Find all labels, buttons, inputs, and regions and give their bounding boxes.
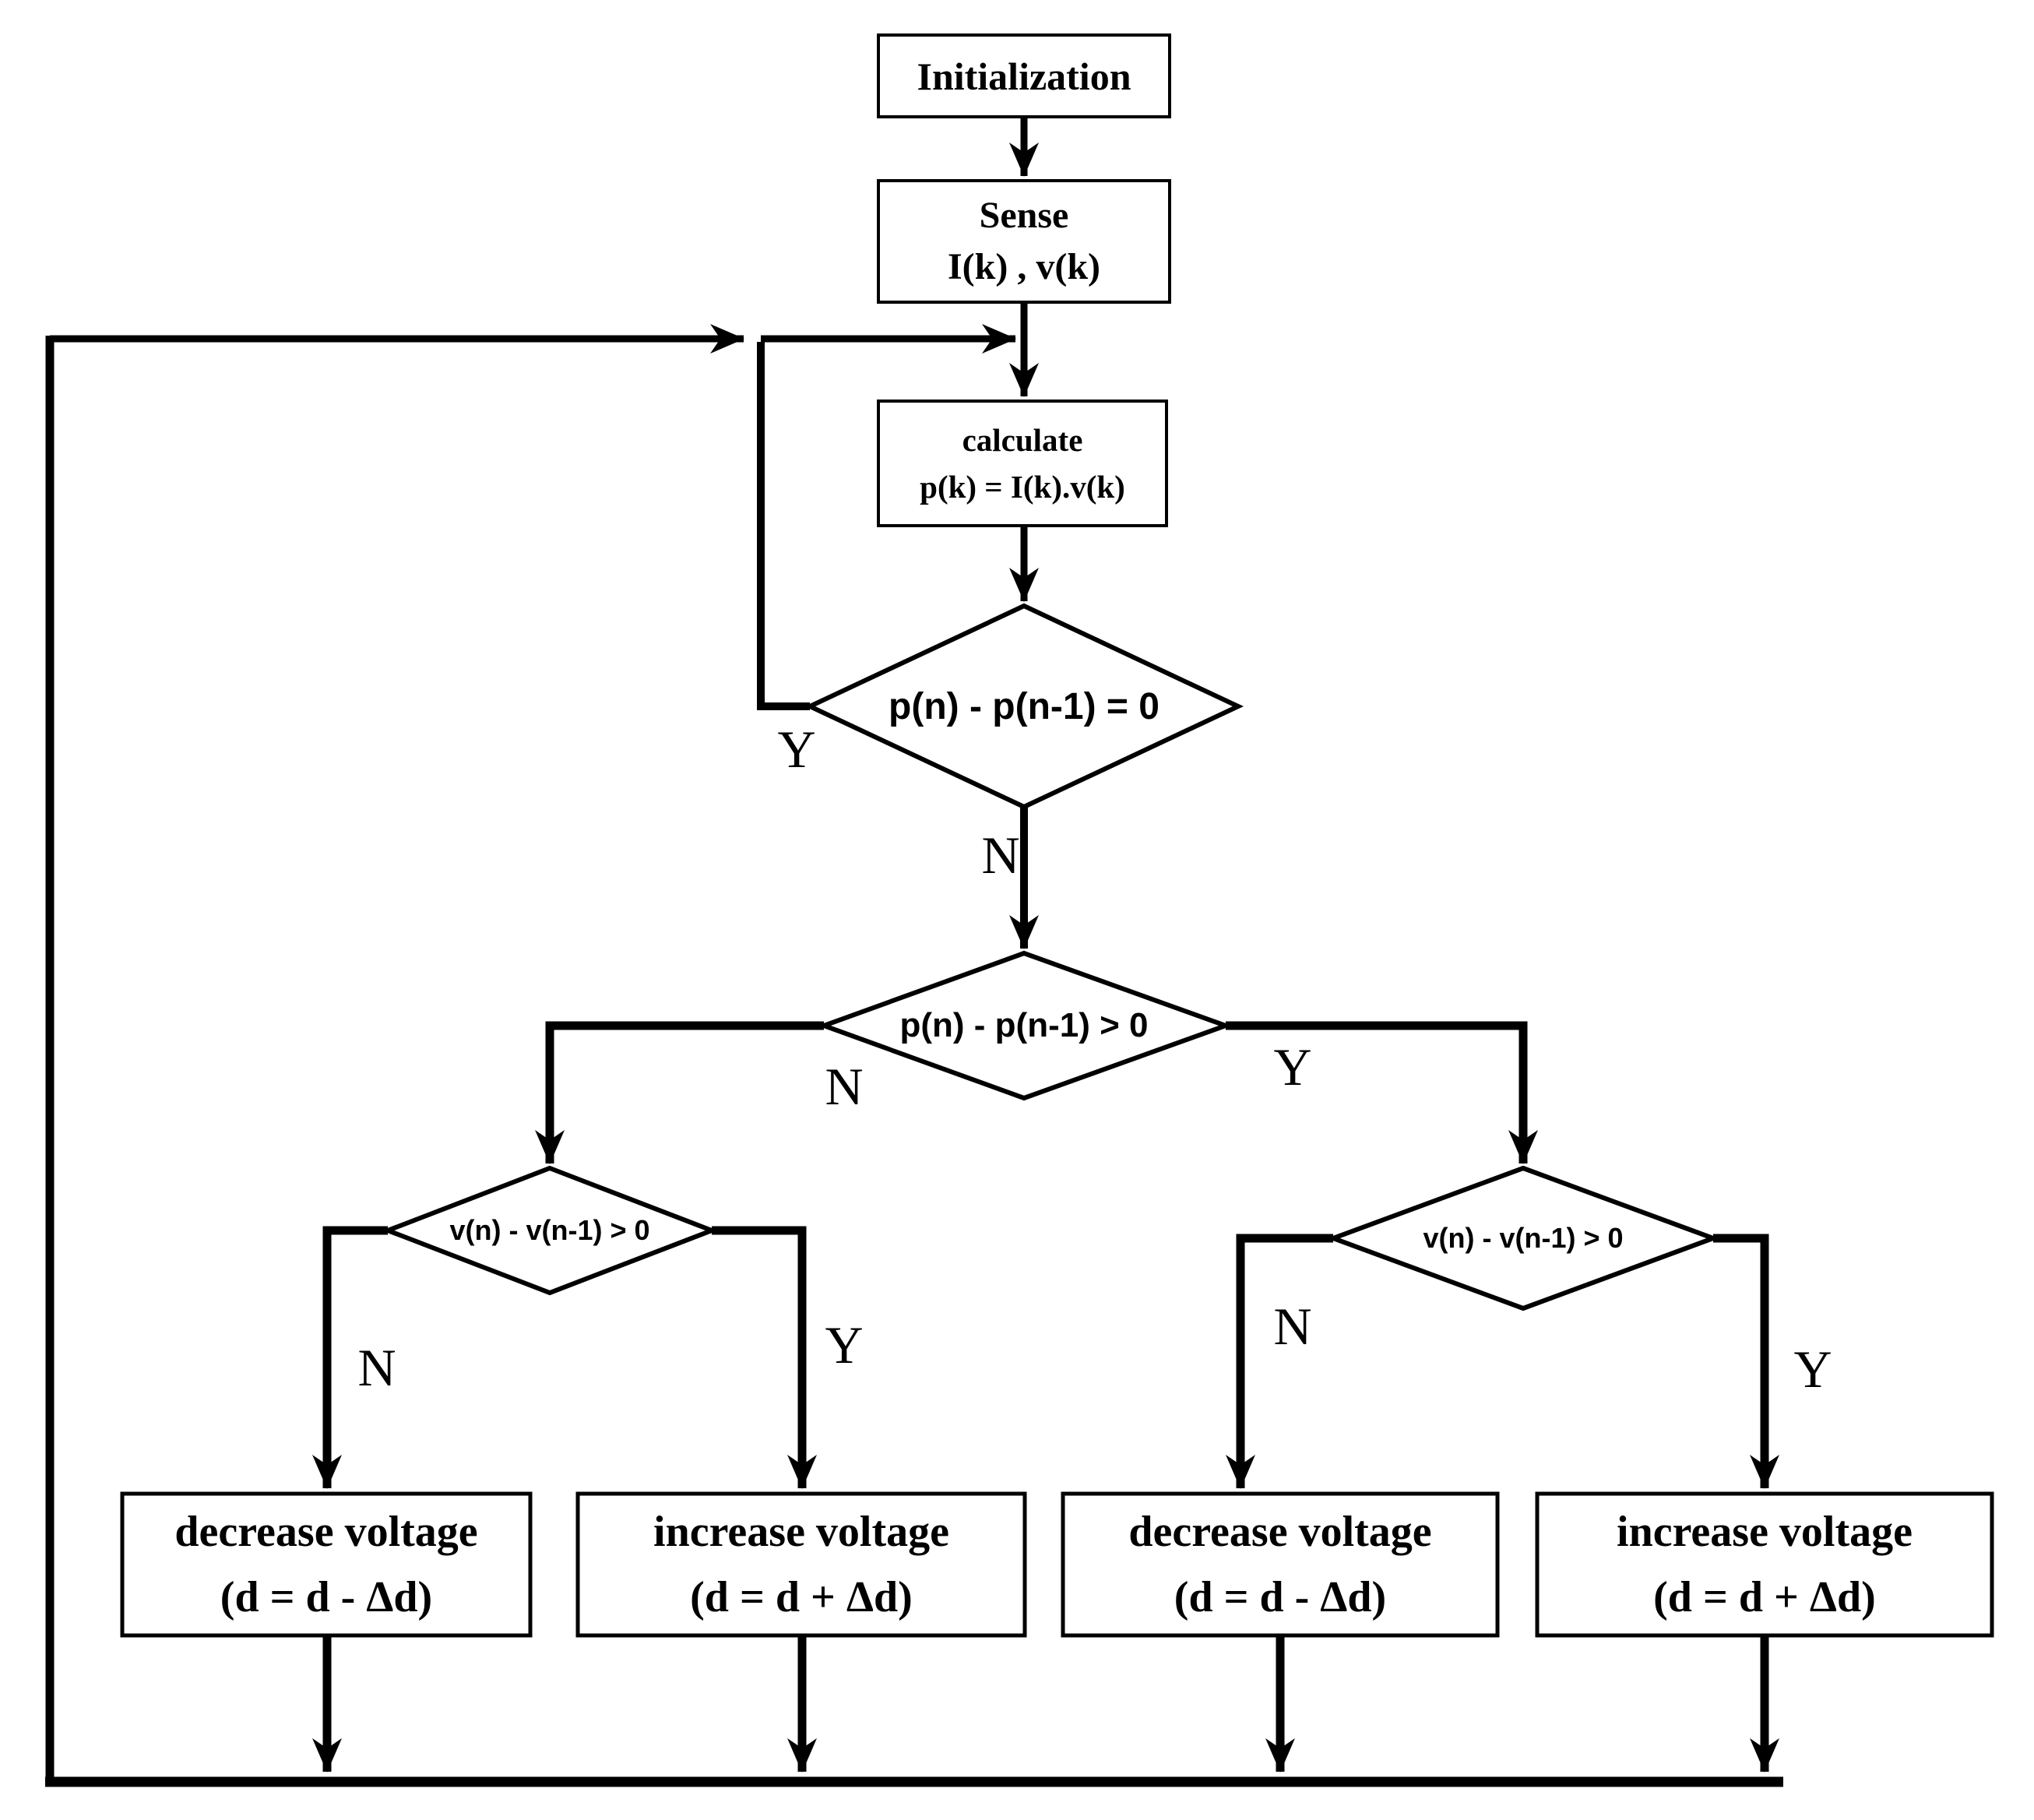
edge-vright-no-branch (1226, 1234, 1333, 1489)
decrease-right-line2: (d = d - Δd) (1174, 1573, 1387, 1621)
branch-label-voltage-right-no: N (1273, 1296, 1312, 1356)
sense-line2: I(k) , v(k) (947, 246, 1100, 287)
node-shapes (120, 33, 1994, 1638)
node-decrease-voltage-left-label: decrease voltage (d = d - Δd) (122, 1494, 530, 1635)
edge-vleft-no-branch (312, 1226, 388, 1489)
edges (45, 117, 1783, 1787)
node-calculate-label: calculate p(k) = I(k).v(k) (878, 401, 1167, 526)
node-decrease-voltage-right-label: decrease voltage (d = d - Δd) (1063, 1494, 1497, 1635)
decision-power-positive-shape (817, 950, 1233, 1101)
decision-voltage-right-shape (1326, 1165, 1720, 1311)
edge-decision2-yes-branch (1226, 1021, 1538, 1164)
increase-left-line2: (d = d + Δd) (690, 1573, 913, 1621)
node-initialization-shape (877, 33, 1171, 118)
calculate-line1: calculate (962, 422, 1083, 458)
edge-decision2-no-branch (535, 1021, 824, 1164)
node-increase-voltage-left-label: increase voltage (d = d + Δd) (578, 1494, 1025, 1635)
decrease-left-line2: (d = d - Δd) (220, 1573, 433, 1621)
calculate-line2: p(k) = I(k).v(k) (920, 469, 1125, 505)
decision-power-zero-shape (804, 603, 1244, 810)
branch-label-power-positive-yes: Y (1273, 1037, 1312, 1097)
decision-power-positive-label: p(n) - p(n-1) > 0 (899, 1006, 1149, 1044)
decrease-left-line1: decrease voltage (174, 1508, 478, 1556)
increase-right-line1: increase voltage (1617, 1508, 1913, 1556)
increase-left-line1: increase voltage (653, 1508, 949, 1556)
increase-right-line2: (d = d + Δd) (1653, 1573, 1876, 1621)
branch-label-voltage-left-no: N (357, 1337, 396, 1397)
decision-power-zero-label: p(n) - p(n-1) = 0 (889, 685, 1160, 727)
branch-label-voltage-left-yes: Y (825, 1315, 864, 1375)
node-sense-label: Sense I(k) , v(k) (878, 181, 1170, 302)
edge-vleft-yes-branch (712, 1226, 817, 1489)
node-sense-shape (877, 179, 1171, 304)
decision-voltage-right-label: v(n) - v(n-1) > 0 (1423, 1222, 1624, 1254)
branch-label-power-positive-no: N (825, 1056, 864, 1116)
node-increase-voltage-right-label: increase voltage (d = d + Δd) (1537, 1494, 1992, 1635)
decision-voltage-left-label: v(n) - v(n-1) > 0 (449, 1214, 650, 1246)
edge-yes-loop (757, 342, 810, 710)
node-initialization-label: Initialization (917, 54, 1131, 98)
node-increase-voltage-left-shape (575, 1491, 1027, 1638)
branch-label-power-zero-no: N (981, 825, 1020, 885)
sense-line1: Sense (979, 195, 1069, 236)
decrease-right-line1: decrease voltage (1128, 1508, 1432, 1556)
branch-label-voltage-right-yes: Y (1793, 1339, 1832, 1399)
node-decrease-voltage-left-shape (120, 1491, 533, 1638)
decision-voltage-left-shape (381, 1165, 719, 1296)
node-decrease-voltage-right-shape (1061, 1491, 1500, 1638)
edge-vright-yes-branch (1713, 1234, 1779, 1489)
node-calculate-shape (877, 400, 1168, 527)
node-increase-voltage-right-shape (1535, 1491, 1994, 1638)
branch-label-power-zero-yes: Y (777, 719, 816, 779)
